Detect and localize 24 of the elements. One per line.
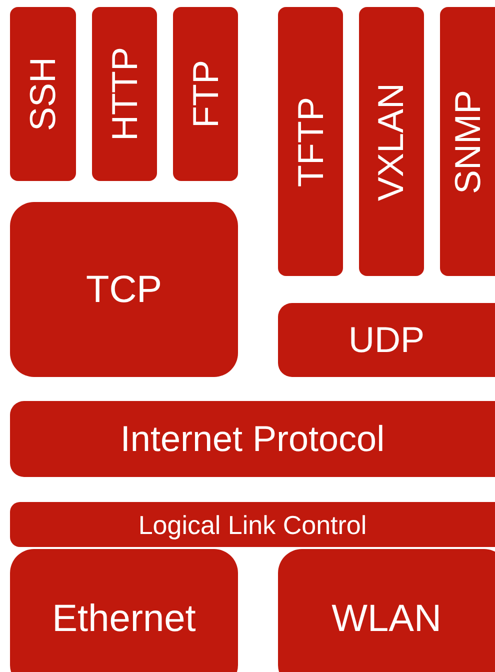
protocol-block <box>10 502 495 547</box>
protocol-name: Logical Link Control <box>138 512 367 538</box>
protocol-block <box>359 7 424 276</box>
protocol-name: Ethernet <box>52 600 196 638</box>
protocol-name: TCP <box>86 270 162 308</box>
protocol-name: SSH <box>25 56 61 132</box>
protocol-name: SNMP <box>450 90 486 194</box>
protocol-block <box>10 549 238 672</box>
protocol-block <box>92 7 157 181</box>
protocol-name: HTTP <box>106 47 142 141</box>
protocol-block <box>278 7 343 276</box>
protocol-block <box>440 7 495 276</box>
protocol-name: TFTP <box>292 96 328 186</box>
protocol-block <box>10 401 495 477</box>
protocol-name: FTP <box>188 60 224 128</box>
protocol-block <box>278 549 495 672</box>
protocol-block <box>173 7 238 181</box>
protocol-name: VXLAN <box>374 82 410 201</box>
protocol-name: UDP <box>348 322 424 358</box>
protocol-block <box>10 7 76 181</box>
protocol-block <box>10 202 238 377</box>
protocol-name: Internet Protocol <box>120 421 385 457</box>
protocol-name: WLAN <box>332 600 442 638</box>
protocol-block <box>278 303 495 377</box>
